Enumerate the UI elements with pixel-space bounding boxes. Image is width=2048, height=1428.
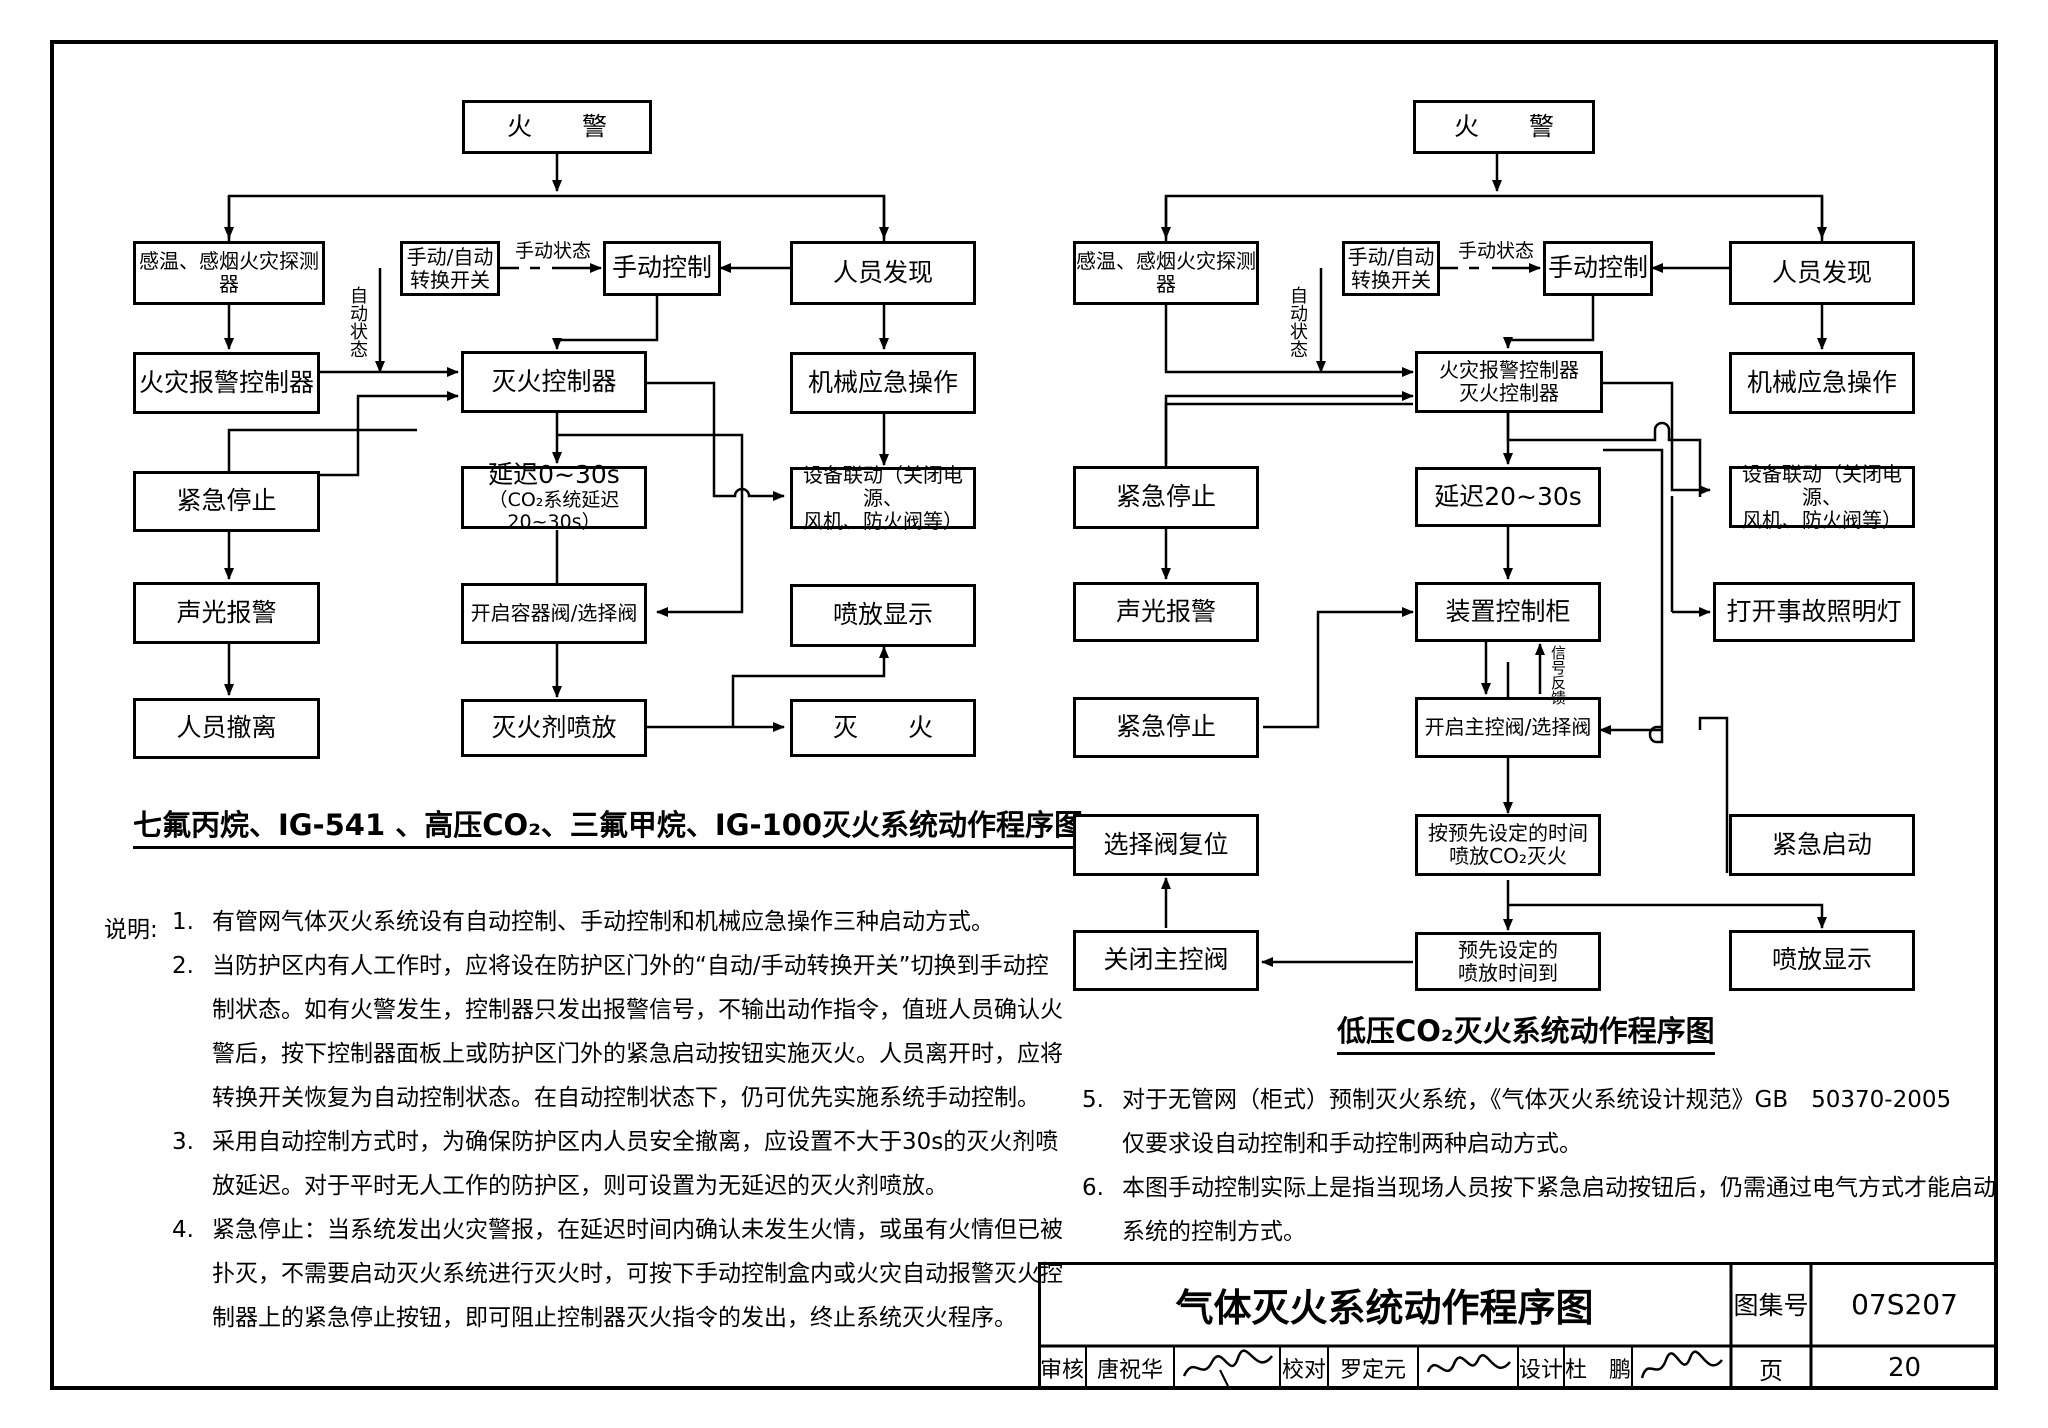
right-emergency-stop1-box: 紧急停止 xyxy=(1073,466,1259,529)
note-text: 制器上的紧急停止按钮，即可阻止控制器灭火指令的发出，终止系统灭火程序。 xyxy=(212,1305,1017,1331)
note-text: 有管网气体灭火系统设有自动控制、手动控制和机械应急操作三种启动方式。 xyxy=(212,909,994,935)
right-preset-spray-box: 按预先设定的时间 喷放CO₂灭火 xyxy=(1415,814,1601,876)
right-detector-box: 感温、感烟火灾探测器 xyxy=(1073,241,1259,305)
drawing-title: 气体灭火系统动作程序图 xyxy=(1175,1285,1594,1330)
note-line: 4. 紧急停止：当系统发出火灾警报，在延迟时间内确认未发生火情，或虽有火情但已被 xyxy=(172,1208,1063,1252)
note-line: 3. 采用自动控制方式时，为确保防护区内人员安全撤离，应设置不大于30s的灭火剂喷 xyxy=(172,1120,1059,1164)
note-line: 扑灭，不需要启动灭火系统进行灭火时，可按下手动控制盒内或火灾自动报警灭火控 xyxy=(172,1252,1063,1296)
right-person-found-box: 人员发现 xyxy=(1729,241,1915,305)
note-line: 系统的控制方式。 xyxy=(1082,1210,1982,1254)
left-extinguish-box: 灭 火 xyxy=(790,699,976,757)
right-fire-alarm-box: 火 警 xyxy=(1413,100,1595,154)
right-auto-state-label: 自动状态 xyxy=(1287,286,1308,358)
note-text: 系统的控制方式。 xyxy=(1122,1219,1306,1245)
right-switch-box: 手动/自动 转换开关 xyxy=(1342,241,1440,296)
note-number: 4. xyxy=(172,1217,194,1243)
note-number: 1. xyxy=(172,909,194,935)
right-mech-emergency-box: 机械应急操作 xyxy=(1729,352,1915,414)
reviewer-name: 唐祝华 xyxy=(1096,1358,1163,1383)
checker-name: 罗定元 xyxy=(1339,1358,1406,1383)
left-evacuate-box: 人员撤离 xyxy=(133,698,320,759)
left-person-found-box: 人员发现 xyxy=(790,241,976,305)
left-diagram-title: 七氟丙烷、IG-541 、高压CO₂、三氟甲烷、IG-100灭火系统动作程序图 xyxy=(133,802,1084,849)
right-manual-state-label: 手动状态 xyxy=(1458,240,1535,262)
notes-heading: 说明: xyxy=(104,917,158,943)
left-sound-light-box: 声光报警 xyxy=(133,582,320,644)
left-manual-control-box: 手动控制 xyxy=(603,241,721,296)
note-number: 2. xyxy=(172,953,194,979)
page-label: 页 xyxy=(1759,1356,1783,1385)
note-text: 紧急停止：当系统发出火灾警报，在延迟时间内确认未发生火情，或虽有火情但已被 xyxy=(212,1217,1063,1243)
right-emergency-light-box: 打开事故照明灯 xyxy=(1713,582,1915,642)
left-fire-alarm-box: 火 警 xyxy=(462,100,652,154)
title-block: 气体灭火系统动作程序图 图集号 07S207 审核 唐祝华 校对 罗定元 设计 … xyxy=(1038,1262,1998,1390)
note-text: 采用自动控制方式时，为确保防护区内人员安全撤离，应设置不大于30s的灭火剂喷 xyxy=(212,1129,1059,1155)
check-label: 校对 xyxy=(1281,1358,1326,1383)
drawing-frame xyxy=(50,40,1998,1390)
design-label: 设计 xyxy=(1518,1358,1563,1383)
right-emergency-stop2-box: 紧急停止 xyxy=(1073,697,1259,758)
left-agent-spray-box: 灭火剂喷放 xyxy=(461,699,647,757)
right-close-main-valve-box: 关闭主控阀 xyxy=(1073,930,1259,991)
right-open-main-valve-box: 开启主控阀/选择阀 xyxy=(1415,697,1601,758)
left-spray-display-box: 喷放显示 xyxy=(790,584,976,647)
right-spray-display-box: 喷放显示 xyxy=(1729,930,1915,991)
note-text: 警后，按下控制器面板上或防护区门外的紧急启动按钮实施灭火。人员离开时，应将 xyxy=(212,1041,1063,1067)
note-text: 扑灭，不需要启动灭火系统进行灭火时，可按下手动控制盒内或火灾自动报警灭火控 xyxy=(212,1261,1063,1287)
note-text: 对于无管网（柜式）预制灭火系统，《气体灭火系统设计规范》GB 50370-200… xyxy=(1122,1087,1952,1113)
right-preset-time-box: 预先设定的 喷放时间到 xyxy=(1415,932,1601,991)
notes-left: 1. 有管网气体灭火系统设有自动控制、手动控制和机械应急操作三种启动方式。 2. 当防… xyxy=(172,900,1063,1340)
note-text: 仅要求设自动控制和手动控制两种启动方式。 xyxy=(1122,1131,1582,1157)
left-auto-state-label: 自动状态 xyxy=(347,286,368,358)
note-text: 转换开关恢复为自动控制状态。在自动控制状态下，仍可优先实施系统手动控制。 xyxy=(212,1085,1040,1111)
left-switch-box: 手动/自动 转换开关 xyxy=(400,241,500,296)
designer-name: 杜 鹏 xyxy=(1564,1358,1631,1383)
right-controller-box: 火灾报警控制器 灭火控制器 xyxy=(1415,351,1603,413)
right-emergency-start-box: 紧急启动 xyxy=(1729,814,1915,876)
right-diagram-title: 低压CO₂灭火系统动作程序图 xyxy=(1337,1008,1715,1055)
review-label: 审核 xyxy=(1039,1358,1084,1383)
note-text: 本图手动控制实际上是指当现场人员按下紧急启动按钮后，仍需通过电气方式才能启动 xyxy=(1122,1175,1996,1201)
left-mech-emergency-box: 机械应急操作 xyxy=(790,352,976,414)
left-extinguish-controller-box: 灭火控制器 xyxy=(461,351,647,413)
left-manual-state-label: 手动状态 xyxy=(515,240,592,262)
right-selector-reset-box: 选择阀复位 xyxy=(1073,814,1259,876)
note-line: 1. 有管网气体灭火系统设有自动控制、手动控制和机械应急操作三种启动方式。 xyxy=(172,900,1052,944)
left-open-valve-box: 开启容器阀/选择阀 xyxy=(461,583,647,644)
note-number: 6. xyxy=(1082,1175,1104,1201)
note-line: 2. 当防护区内有人工作时，应将设在防护区门外的“自动/手动转换开关”切换到手动控 xyxy=(172,944,1052,988)
note-line: 转换开关恢复为自动控制状态。在自动控制状态下，仍可优先实施系统手动控制。 xyxy=(172,1076,1052,1120)
note-line: 6. 本图手动控制实际上是指当现场人员按下紧急启动按钮后，仍需通过电气方式才能启动 xyxy=(1082,1166,1996,1210)
right-sound-light-box: 声光报警 xyxy=(1073,582,1259,642)
page-number: 20 xyxy=(1887,1353,1922,1383)
note-line: 放延迟。对于平时无人工作的防护区，则可设置为无延迟的灭火剂喷放。 xyxy=(172,1164,1052,1208)
note-text: 制状态。如有火警发生，控制器只发出报警信号，不输出动作指令，值班人员确认火 xyxy=(212,997,1063,1023)
note-line: 制状态。如有火警发生，控制器只发出报警信号，不输出动作指令，值班人员确认火 xyxy=(172,988,1063,1032)
note-text: 放延迟。对于平时无人工作的防护区，则可设置为无延迟的灭火剂喷放。 xyxy=(212,1173,948,1199)
note-number: 5. xyxy=(1082,1087,1104,1113)
left-alarm-controller-box: 火灾报警控制器 xyxy=(133,352,320,414)
right-manual-control-box: 手动控制 xyxy=(1543,241,1653,296)
note-line: 仅要求设自动控制和手动控制两种启动方式。 xyxy=(1082,1122,1982,1166)
notes-right: 5. 对于无管网（柜式）预制灭火系统，《气体灭火系统设计规范》GB 50370-2… xyxy=(1082,1078,1996,1254)
right-control-cabinet-box: 装置控制柜 xyxy=(1415,582,1601,642)
note-number: 3. xyxy=(172,1129,194,1155)
right-linkage-box: 设备联动（关闭电源、 风机、防火阀等） xyxy=(1729,462,1915,531)
note-line: 制器上的紧急停止按钮，即可阻止控制器灭火指令的发出，终止系统灭火程序。 xyxy=(172,1296,1052,1340)
atlas-label: 图集号 xyxy=(1733,1291,1809,1320)
left-emergency-stop-box: 紧急停止 xyxy=(133,471,320,532)
note-line: 5. 对于无管网（柜式）预制灭火系统，《气体灭火系统设计规范》GB 50370-2… xyxy=(1082,1078,1982,1122)
note-line: 警后，按下控制器面板上或防护区门外的紧急启动按钮实施灭火。人员离开时，应将 xyxy=(172,1032,1063,1076)
atlas-number: 07S207 xyxy=(1851,1287,1958,1321)
left-detector-box: 感温、感烟火灾探测器 xyxy=(133,241,325,305)
right-signal-feedback-label: 信号反馈 xyxy=(1549,645,1567,705)
right-delay-box: 延迟20~30s xyxy=(1415,467,1601,527)
note-text: 当防护区内有人工作时，应将设在防护区门外的“自动/手动转换开关”切换到手动控 xyxy=(212,953,1049,979)
left-linkage-box: 设备联动（关闭电源、 风机、防火阀等） xyxy=(790,463,976,532)
left-delay-box: 延迟0~30s （CO₂系统延迟20~30s） xyxy=(461,461,647,533)
